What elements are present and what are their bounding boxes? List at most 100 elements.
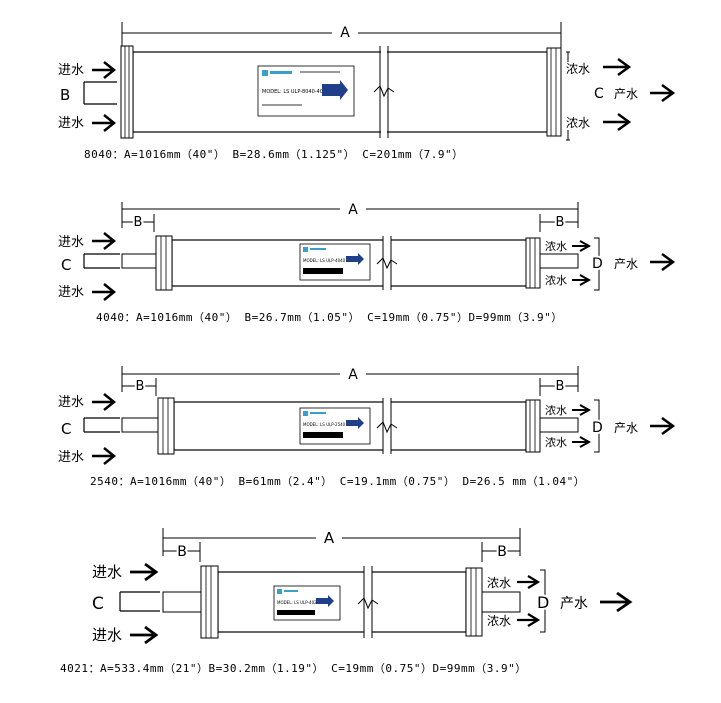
pipe-left	[121, 253, 157, 269]
concentrate-label-bottom: 浓水	[487, 614, 511, 628]
concentrate-arrow-icon	[517, 613, 541, 627]
dimension-b-left: B	[163, 542, 201, 562]
concentrate-arrow-icon	[572, 274, 592, 286]
dimension-c-bracket	[119, 591, 160, 612]
inlet-arrow-icon	[130, 562, 159, 582]
product-arrow-icon	[650, 416, 676, 436]
inlet-arrow-icon	[92, 283, 117, 301]
dimension-b-right: B	[539, 377, 578, 396]
concentrate-label-bottom: 浓水	[566, 116, 590, 130]
concentrate-arrow-icon	[572, 404, 592, 416]
nameplate: MODEL: LS ULP-2540	[299, 407, 371, 445]
flow-arrow-icon	[322, 80, 348, 100]
spec-text: 4040：A=1016mm（40"） B=26.7mm（1.05"） C=19m…	[96, 311, 563, 324]
label-a: A	[324, 529, 335, 547]
inlet-label-bottom: 进水	[92, 626, 122, 644]
break-mark	[376, 236, 398, 290]
dimension-c-bracket	[83, 253, 120, 269]
label-a: A	[340, 25, 350, 41]
nameplate-model: MODEL: LS ULP-2540	[303, 422, 346, 427]
diagram-8040: A MODEL: LS ULP-8040-400	[58, 22, 676, 161]
concentrate-arrow-icon	[603, 112, 632, 132]
flow-arrow-icon	[346, 253, 364, 265]
nameplate: MODEL: LS ULP-4040	[299, 243, 371, 281]
nameplate-model: MODEL: LS ULP-8040-400	[262, 89, 326, 95]
label-b: B	[497, 544, 507, 560]
inlet-arrow-icon	[92, 232, 117, 250]
inlet-label-top: 进水	[58, 63, 84, 78]
end-cap-right	[546, 47, 562, 137]
label-b: B	[177, 544, 187, 560]
end-cap-right	[465, 567, 483, 637]
dimension-d-bracket	[594, 237, 600, 291]
spec-text: 2540：A=1016mm（40"） B=61mm（2.4"） C=19.1mm…	[90, 475, 585, 488]
pipe-right	[539, 253, 579, 269]
inlet-label-bottom: 进水	[58, 450, 84, 465]
dimension-b-left: B	[122, 377, 157, 396]
break-mark	[373, 46, 395, 138]
flow-arrow-icon	[316, 595, 334, 607]
dimension-b-left: B	[122, 213, 155, 232]
end-cap-left	[200, 565, 219, 639]
dimension-b-right: B	[481, 542, 520, 562]
dimension-b-right: B	[539, 213, 578, 232]
product-label: 产水	[560, 596, 588, 612]
diagram-2540: A B B	[58, 366, 676, 488]
dimension-c-bracket	[83, 417, 120, 433]
concentrate-label-top: 浓水	[545, 240, 567, 253]
dimension-d-bracket	[540, 569, 546, 633]
flow-arrow-icon	[346, 417, 364, 429]
concentrate-arrow-icon	[517, 575, 541, 589]
concentrate-label-bottom: 浓水	[545, 274, 567, 287]
label-a: A	[348, 367, 358, 383]
inlet-arrow-icon	[92, 114, 117, 132]
concentrate-arrow-icon	[572, 240, 592, 252]
label-b: B	[556, 215, 565, 230]
nameplate: MODEL: LS ULP-8040-400	[257, 65, 355, 117]
pipe-right	[539, 417, 579, 433]
label-c: C	[61, 420, 71, 438]
concentrate-label-top: 浓水	[545, 404, 567, 417]
label-b: B	[134, 215, 143, 230]
label-a: A	[348, 202, 358, 218]
product-arrow-icon	[600, 591, 633, 613]
concentrate-arrow-icon	[603, 57, 632, 77]
break-mark	[376, 398, 398, 454]
pipe-left	[121, 417, 159, 433]
end-cap-left	[155, 235, 173, 291]
nameplate: MODEL: LS ULP-4021	[273, 585, 341, 621]
product-arrow-icon	[650, 252, 676, 272]
inlet-arrow-icon	[92, 393, 117, 411]
end-cap-right	[525, 237, 541, 289]
inlet-arrow-icon	[92, 61, 117, 79]
dimension-a: A	[121, 202, 579, 228]
end-cap-left	[120, 45, 134, 139]
spec-text: 4021：A=533.4mm（21"）B=30.2mm（1.19"） C=19m…	[60, 662, 527, 675]
nameplate-model: MODEL: LS ULP-4040	[303, 258, 346, 263]
break-mark	[357, 566, 379, 638]
inlet-label-bottom: 进水	[58, 285, 84, 300]
pipe-left	[162, 591, 202, 613]
product-label: 产水	[614, 87, 638, 101]
concentrate-arrow-icon	[572, 436, 592, 448]
end-cap-left	[157, 397, 175, 455]
label-b: B	[556, 379, 565, 394]
diagram-4021: A B B	[60, 528, 633, 675]
concentrate-label-top: 浓水	[566, 62, 590, 76]
label-b: B	[60, 86, 70, 104]
pipe-right	[481, 591, 521, 613]
concentrate-label-bottom: 浓水	[545, 436, 567, 449]
dimension-d-bracket	[594, 399, 600, 453]
dimension-b-bracket	[83, 81, 117, 105]
product-label: 产水	[614, 257, 638, 271]
label-c: C	[61, 256, 71, 274]
dimension-a: A	[121, 366, 579, 392]
label-d: D	[592, 256, 603, 272]
membrane-body	[217, 571, 467, 633]
diagram-4040: A B B	[58, 202, 676, 324]
inlet-label-top: 进水	[58, 395, 84, 410]
inlet-label-top: 进水	[92, 563, 122, 581]
label-d: D	[592, 420, 603, 436]
product-label: 产水	[614, 421, 638, 435]
